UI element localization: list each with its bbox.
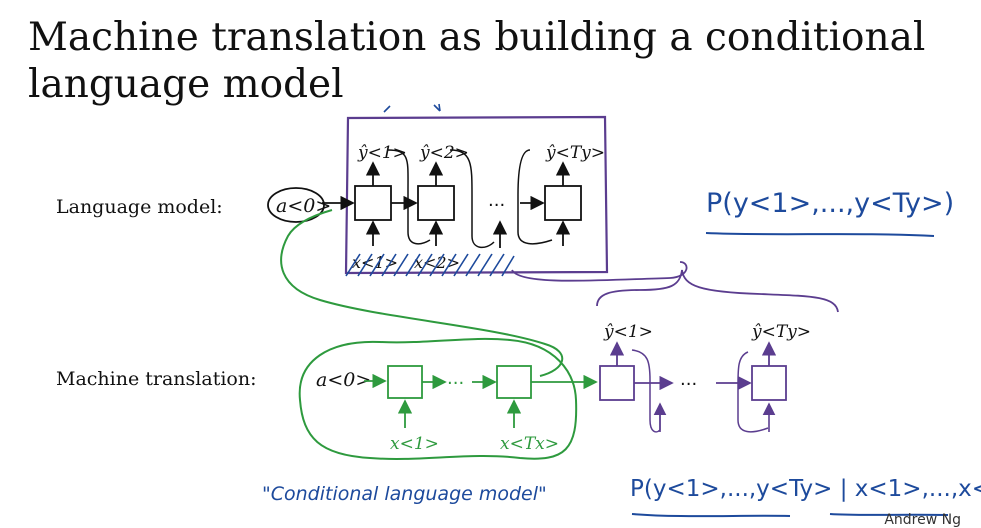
encoder-to-lm-curve <box>280 209 564 377</box>
slide-title: Machine translation as building a condit… <box>28 14 968 108</box>
machine-translation-diagram: a<0> ··· x<1> x<Tx> ··· ŷ<1> ŷ<Ty> "Cond… <box>262 209 981 518</box>
decoder-feedback-1 <box>631 349 661 433</box>
decoder-ellipsis: ··· <box>680 374 697 395</box>
decoder-cell-1 <box>599 365 635 401</box>
lm-initial-activation: a<0> <box>276 195 331 217</box>
author-credit: Andrew Ng <box>884 512 961 528</box>
encoder-input-tx: x<Tx> <box>500 434 559 454</box>
lm-ellipsis: ··· <box>488 195 505 216</box>
encoder-input-1: x<1> <box>390 434 439 454</box>
lm-probability-annotation: P(y<1>,...,y<Ty>) <box>706 188 954 219</box>
tick-mark <box>383 105 391 113</box>
mt-annotation-underline-1 <box>631 513 791 518</box>
lm-cell-ty <box>544 185 582 221</box>
lm-cell-1 <box>354 185 392 221</box>
title-line-1: Machine translation as building a condit… <box>28 15 926 60</box>
encoder-ellipsis: ··· <box>447 373 464 394</box>
decoder-feedback-ty <box>737 351 769 433</box>
lm-feedback-1 <box>387 149 431 245</box>
lm-cell-2 <box>417 185 455 221</box>
mt-initial-activation: a<0> <box>316 369 371 391</box>
decoder-output-1: ŷ<1> <box>603 322 653 342</box>
machine-translation-label: Machine translation: <box>56 368 257 390</box>
mt-annotation-underline-2 <box>829 513 949 516</box>
lm-feedback-2 <box>449 149 495 249</box>
title-line-2: language model <box>28 62 344 107</box>
lm-enclosing-box <box>344 115 609 275</box>
lm-output-ty: ŷ<Ty> <box>545 143 605 163</box>
language-model-label: Language model: <box>56 196 223 218</box>
encoder-outline <box>298 337 578 460</box>
conditional-lm-annotation: "Conditional language model" <box>262 483 547 505</box>
lm-a0-circle <box>267 187 325 223</box>
encoder-cell-1 <box>387 365 423 399</box>
lm-feedback-3 <box>517 149 553 245</box>
decoder-output-ty: ŷ<Ty> <box>751 322 811 342</box>
lm-input-2: x<2> <box>414 253 460 272</box>
language-model-diagram: a<0> ··· ŷ<1> ŷ<2> ŷ<Ty> x<1> x<2> <box>267 103 954 277</box>
encoder-cell-tx <box>496 365 532 399</box>
lm-output-1: ŷ<1> <box>357 143 407 163</box>
lm-annotation-underline <box>705 232 935 237</box>
decoder-brace <box>511 261 839 313</box>
tick-mark <box>433 103 441 112</box>
lm-input-crossout-hatching <box>345 253 515 277</box>
lm-output-2: ŷ<2> <box>419 143 469 163</box>
decoder-cell-ty <box>751 365 787 401</box>
mt-probability-annotation: P(y<1>,...,y<Ty> | x<1>,...,x<Tx>) <box>630 476 981 502</box>
